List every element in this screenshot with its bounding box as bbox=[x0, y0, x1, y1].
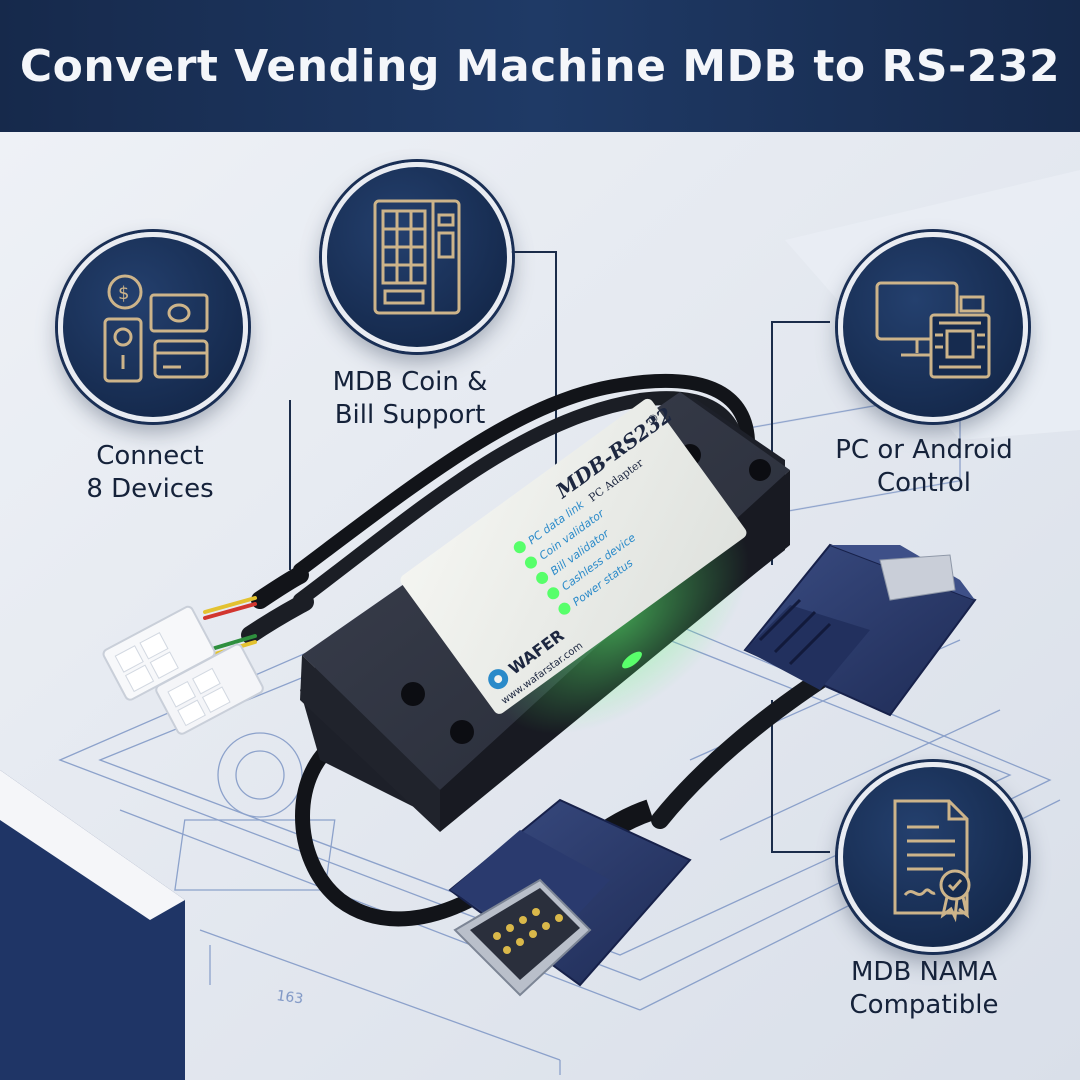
feature-control-line2: Control bbox=[877, 468, 971, 498]
feature-coin-bill-circle bbox=[322, 162, 512, 352]
feature-devices-label: Connect 8 Devices bbox=[50, 440, 250, 506]
feature-coin-bill-line2: Bill Support bbox=[334, 400, 486, 430]
feature-nama-circle bbox=[838, 762, 1028, 952]
db9-male-connector bbox=[448, 798, 692, 997]
feature-devices-line2: 8 Devices bbox=[86, 474, 214, 504]
feature-coin-bill-label: MDB Coin & Bill Support bbox=[310, 366, 510, 432]
title-banner: Convert Vending Machine MDB to RS-232 bbox=[0, 0, 1080, 132]
adapter-label: MDB-RS232 ® PC Adapter PC data link Coin… bbox=[400, 398, 747, 714]
feature-coin-bill-line1: MDB Coin & bbox=[332, 367, 488, 397]
feature-nama-line1: MDB NAMA bbox=[850, 957, 997, 987]
certificate-icon bbox=[893, 799, 971, 923]
feature-devices-circle: $ bbox=[58, 232, 248, 422]
feature-devices-line1: Connect bbox=[96, 441, 204, 471]
vending-machine-icon bbox=[373, 199, 461, 315]
feature-control-circle bbox=[838, 232, 1028, 422]
svg-text:$: $ bbox=[118, 283, 129, 304]
computer-board-icon bbox=[875, 281, 991, 379]
feature-control-line1: PC or Android bbox=[835, 435, 1013, 465]
blueprint-dimension: 163 bbox=[275, 988, 304, 1008]
banner-title: Convert Vending Machine MDB to RS-232 bbox=[19, 40, 1061, 92]
db9-female-connector bbox=[743, 543, 977, 717]
feature-control-label: PC or Android Control bbox=[812, 434, 1036, 500]
mdb-connectors bbox=[102, 605, 264, 735]
feature-nama-line2: Compatible bbox=[849, 990, 999, 1020]
rs232-cable bbox=[295, 671, 829, 927]
feature-nama-label: MDB NAMA Compatible bbox=[812, 956, 1036, 1022]
coin-bill-card-icon: $ bbox=[103, 274, 209, 383]
